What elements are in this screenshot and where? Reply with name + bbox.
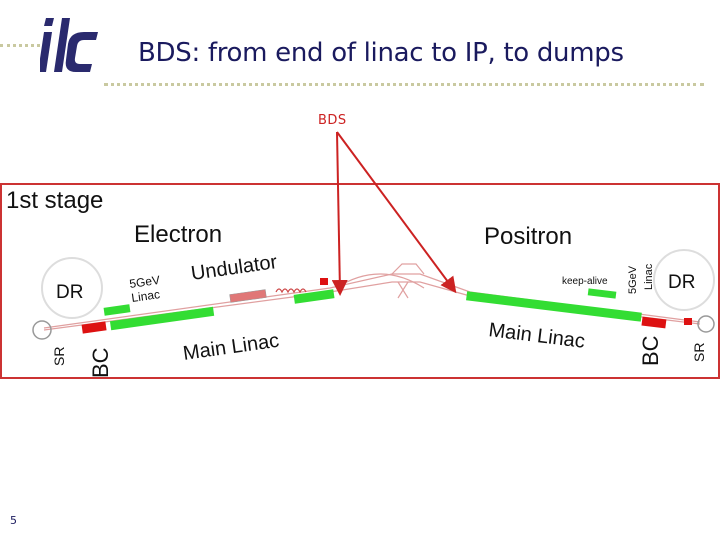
left-5gev-linac [103, 304, 131, 316]
left-bc-label: BC [88, 347, 113, 378]
bds-annotation-label: BDS [318, 113, 347, 128]
page-number: 5 [10, 514, 17, 527]
left-5gev-label-line1: 5GeV [128, 273, 160, 291]
electron-label: Electron [134, 221, 222, 248]
right-dr-label: DR [668, 272, 695, 293]
undulator-coil [275, 288, 307, 294]
right-bc-label: BC [638, 335, 663, 366]
positron-label: Positron [484, 223, 572, 250]
right-5gev-label-line2: Linac [643, 263, 655, 290]
right-damping-ring [653, 249, 715, 311]
slide-title: BDS: from end of linac to IP, to dumps [138, 38, 624, 68]
decorative-dots-bottom [104, 83, 704, 90]
left-bc-block [81, 321, 107, 334]
right-sr-loop [697, 315, 715, 333]
electron-main-linac [109, 306, 215, 331]
left-damping-ring [41, 257, 103, 319]
left-sr-loop [32, 320, 52, 340]
svg-text:ilc: ilc [40, 14, 42, 15]
right-sr-marker [684, 318, 692, 325]
ilc-layout-diagram: 1st stage DR SR BC 5GeV Linac Main Linac… [0, 183, 720, 379]
ilc-logo-icon: ilc [40, 14, 98, 72]
undulator-block [229, 289, 267, 303]
decorative-dots-left [0, 44, 40, 51]
electron-marker-red [320, 278, 328, 285]
right-sr-label: SR [691, 343, 707, 362]
positron-main-linac [466, 291, 642, 322]
electron-linac-end [293, 289, 335, 304]
right-bc-block [641, 316, 667, 329]
left-5gev-label-line2: Linac [130, 287, 160, 305]
keep-alive-label: keep-alive [562, 276, 608, 287]
left-sr-label: SR [51, 347, 67, 366]
stage-label: 1st stage [6, 187, 103, 214]
keep-alive-linac [587, 288, 617, 299]
left-dr-label: DR [56, 282, 83, 303]
right-5gev-label-line1: 5GeV [627, 265, 639, 294]
